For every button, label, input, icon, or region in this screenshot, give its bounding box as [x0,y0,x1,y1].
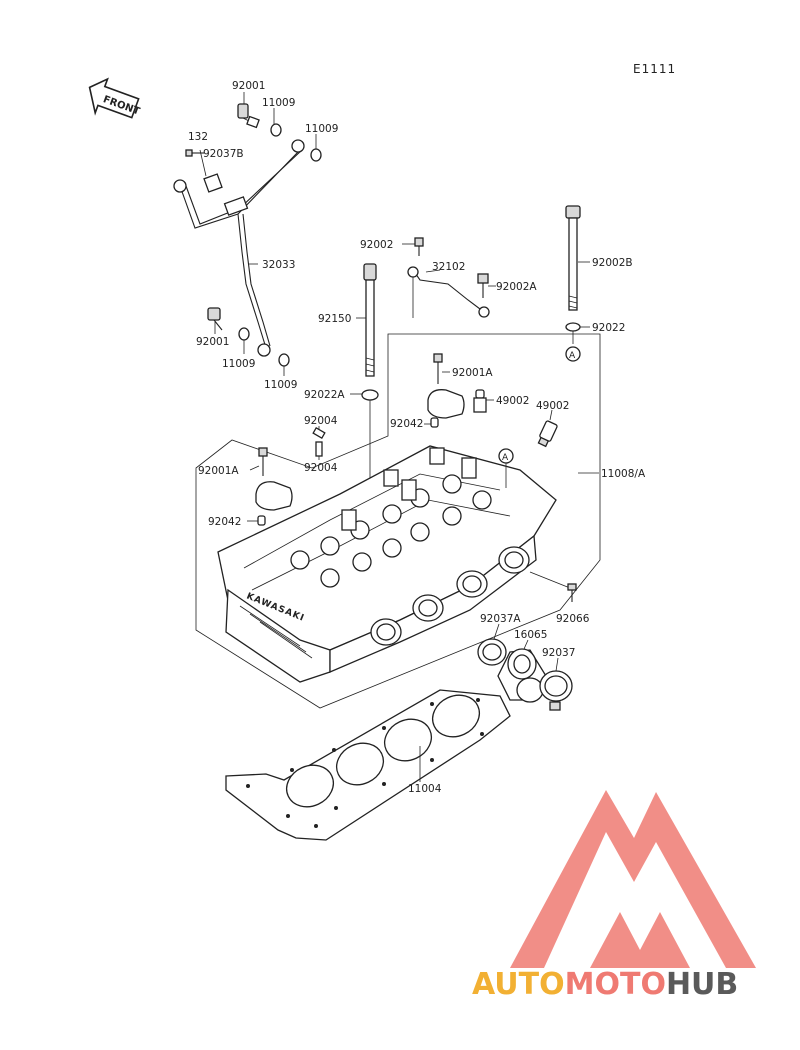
automotohub-logo [510,790,756,968]
label-92004-a: 92004 [304,415,338,427]
label-92066: 92066 [556,613,590,625]
label-92037: 92037 [542,647,575,659]
figure-code: E1111 [633,62,676,76]
clamp-92037a [477,638,507,666]
watermark-text: AUTOMOTOHUB [472,967,738,1002]
ref-a-top: A [569,351,576,361]
plug-49002-b [537,420,558,448]
label-92001a-left: 92001A [198,465,239,477]
cylinder-head-11008: KAWASAKI [217,445,557,683]
label-92002a: 92002A [496,281,537,293]
label-11009-b: 11009 [305,123,338,135]
logo-triangle-mark [510,790,756,968]
dowel-92042-left [257,515,266,526]
cam-cap-left [255,481,293,511]
plug-49002-a [473,389,487,413]
label-92150: 92150 [318,313,351,325]
oil-pipe-32033 [173,139,305,357]
washer-11009-a [270,123,282,137]
label-92037a: 92037A [480,613,521,625]
bolt-92002a [477,273,489,298]
head-gasket-11004 [225,689,511,841]
label-32033: 32033 [262,259,295,271]
head-group-outline [195,333,601,709]
label-92022: 92022 [592,322,625,334]
banjo-bolt-92001-top [237,103,260,129]
label-11009-c: 11009 [222,358,255,370]
label-11004: 11004 [408,783,442,795]
label-92001a-right: 92001A [452,367,493,379]
label-11008a: 11008/A [601,468,646,480]
leader-lines [199,92,599,782]
bolt-92002 [414,237,424,256]
label-92004-b: 92004 [304,462,338,474]
label-92002: 92002 [360,239,393,251]
oil-pipe-32102 [407,266,490,318]
front-arrow-icon: FRONT [88,77,141,119]
label-92037b: 92037B [203,148,244,160]
intake-ports [370,546,530,646]
washer-11009-d [278,353,290,367]
banjo-bolt-92001-left [207,307,223,331]
ref-a-head: A [502,453,509,463]
ref-a-top-circle [565,346,581,362]
label-49002-a: 49002 [496,395,529,407]
bolt-92001a-left [258,447,268,476]
watermark-moto: MOTO [565,967,666,1002]
label-11009-d: 11009 [264,379,297,391]
part-labels: 92001 11009 11009 132 92037B 32033 92001… [188,80,646,795]
stud-92150 [363,263,377,377]
label-92002b: 92002B [592,257,633,269]
label-92042-left: 92042 [208,516,241,528]
pin-92004-b [315,441,323,457]
label-16065: 16065 [514,629,547,641]
label-92001-top: 92001 [232,80,265,92]
label-132: 132 [188,131,208,143]
washer-11009-b [310,148,322,162]
washer-92022a [361,389,379,401]
holder-16065 [497,648,547,703]
washer-11009-c [238,327,250,341]
label-11009-a: 11009 [262,97,295,109]
label-92042-right: 92042 [390,418,423,430]
washer-92022 [565,322,581,332]
dowel-92042-right [430,417,439,428]
label-92001-left: 92001 [196,336,229,348]
clamp-92037 [539,670,573,711]
bolt-92066 [529,571,577,602]
bolt-132 [185,149,204,157]
watermark-hub: HUB [666,967,738,1002]
label-32102: 32102 [432,261,465,273]
cam-cap-right [427,389,465,419]
watermark-auto: AUTO [472,967,565,1002]
label-92022a: 92022A [304,389,345,401]
cam-bosses [290,447,492,588]
bolt-92001a-right [433,353,443,384]
label-49002-b: 49002 [536,400,569,412]
bolt-92002b [565,205,581,311]
pin-92004-a [312,427,326,439]
